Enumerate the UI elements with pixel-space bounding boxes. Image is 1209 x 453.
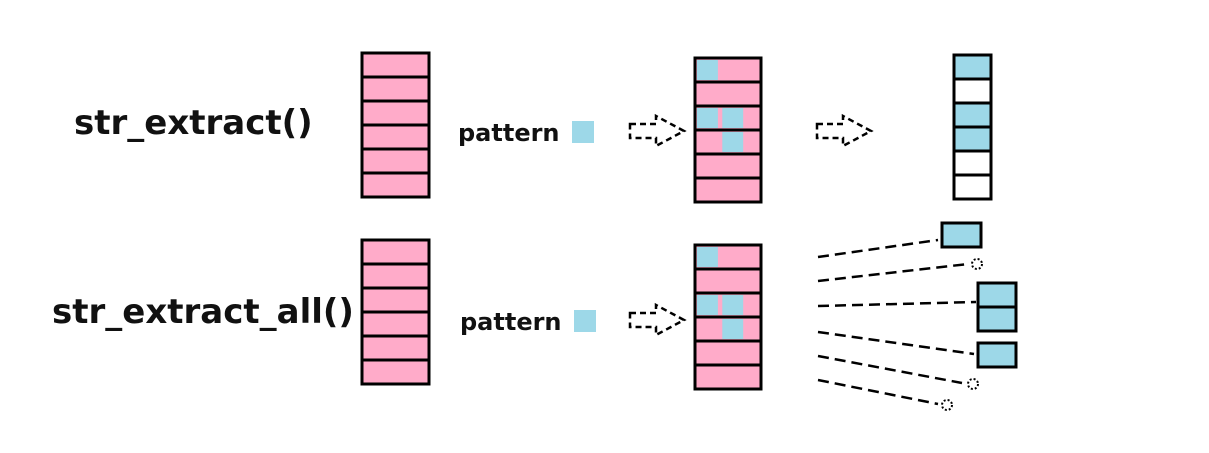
str-extract-function-label: str_extract() <box>74 103 313 143</box>
str-extract-output-vector-cell <box>952 125 993 153</box>
str-extract-all-empty-match-marker-icon <box>941 399 953 411</box>
str-extract-matched-string-match-segment <box>722 108 744 128</box>
str-extract-all-empty-match-marker-icon <box>967 378 979 390</box>
str-extract-matched-string-cell-outline <box>693 176 763 204</box>
str-extract-all-group-connector <box>817 354 963 385</box>
str-extract-all-match-cell <box>940 221 983 249</box>
str-extract-output-vector-cell <box>952 77 993 105</box>
str-extract-all-empty-match-marker-icon <box>971 258 983 270</box>
str-extract-all-transform-arrow-icon <box>628 302 687 338</box>
str-extract-all-group-connector <box>817 238 939 259</box>
str-extract-input-string-cell <box>360 123 431 151</box>
str-extract-matched-string-cell <box>693 80 763 108</box>
str-extract-all-match-cell <box>976 341 1018 369</box>
str-extract-matched-string-match-segment <box>697 108 718 128</box>
str-extract-transform-arrow-icon <box>628 113 687 149</box>
str-extract-output-vector-cell <box>952 53 993 81</box>
str-extract-all-matched-string-match-segment <box>697 247 718 267</box>
str-extract-all-input-string-cell <box>360 238 431 266</box>
str-extract-all-function-label: str_extract_all() <box>52 292 354 332</box>
str-extract-all-input-string-cell <box>360 310 431 338</box>
str-extract-all-matched-string-cell <box>693 267 763 295</box>
str-extract-all-group-connector <box>817 330 975 356</box>
str-extract-all-matched-string-cell <box>693 363 763 391</box>
str-extract-all-group-connector <box>817 262 969 283</box>
str-extract-output-vector-cell <box>952 173 993 201</box>
str-extract-matched-string-match-segment <box>722 132 744 152</box>
str-extract-input-string-cell <box>360 99 431 127</box>
str-extract-matched-string-cell <box>693 152 763 180</box>
str-extract-all-matched-string-match-segment <box>722 319 744 339</box>
str-extract-all-input-string-cell <box>360 358 431 386</box>
str-extract-input-string-cell <box>360 75 431 103</box>
str-extract-all-input-string-cell <box>360 262 431 290</box>
str-extract-pattern-label: pattern <box>458 119 560 147</box>
str-extract-all-match-cell <box>976 281 1018 309</box>
str-extract-all-matched-string-cell-outline <box>693 363 763 391</box>
str-extract-all-matched-string-match-segment <box>697 295 718 315</box>
str-extract-all-input-string-cell <box>360 334 431 362</box>
str-extract-all-pattern-label: pattern <box>460 308 562 336</box>
str-extract-result-arrow-icon <box>815 113 874 149</box>
str-extract-matched-string-cell <box>693 176 763 204</box>
str-extract-all-matched-string-match-segment <box>722 295 744 315</box>
str-extract-all-match-cell <box>976 305 1018 333</box>
str-extract-all-group-connector <box>817 378 939 406</box>
str-extract-all-matched-string-cell <box>693 339 763 367</box>
str-extract-pattern-swatch-icon <box>572 121 594 143</box>
str-extract-matched-string-match-segment <box>697 60 718 80</box>
str-extract-input-string-cell <box>360 171 431 199</box>
str-extract-all-pattern-swatch-icon <box>574 310 596 332</box>
str-extract-input-string-cell <box>360 147 431 175</box>
str-extract-all-group-connector <box>817 300 977 308</box>
str-extract-output-vector-cell <box>952 101 993 129</box>
str-extract-all-input-string-cell <box>360 286 431 314</box>
str-extract-input-string-cell <box>360 51 431 79</box>
str-extract-output-vector-cell <box>952 149 993 177</box>
